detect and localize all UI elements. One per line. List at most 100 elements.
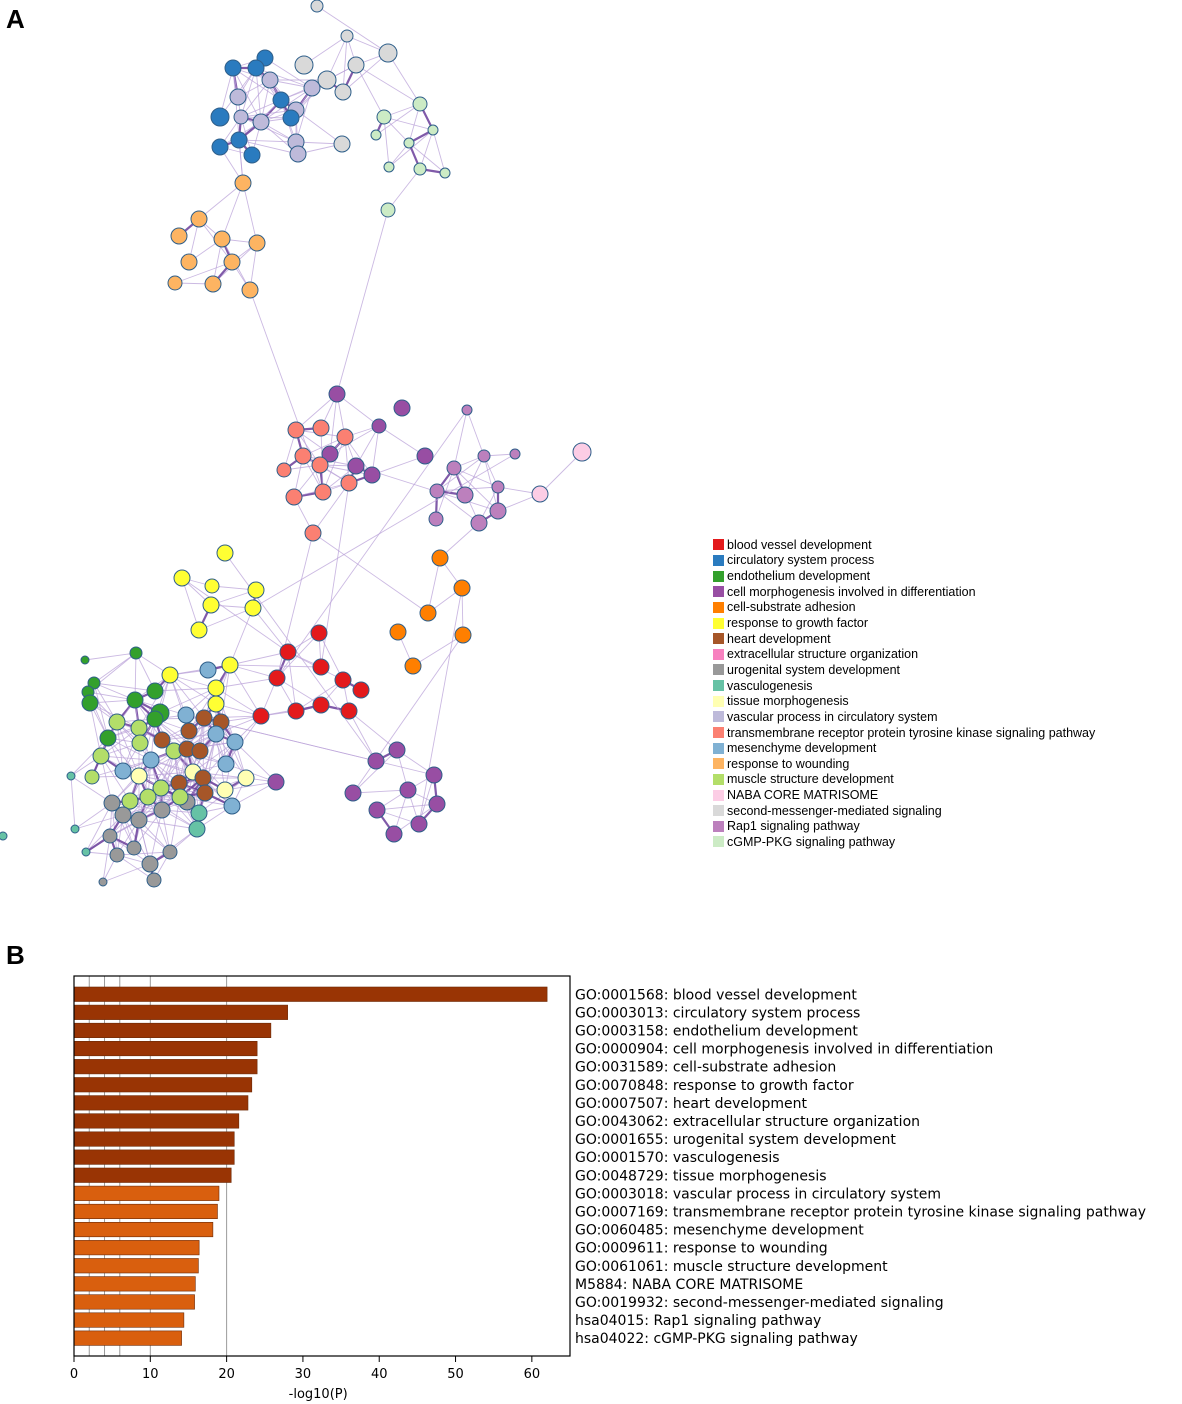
bar — [73, 1276, 196, 1292]
network-edge — [295, 679, 344, 712]
network-edge — [436, 490, 480, 524]
network-edge — [215, 687, 262, 717]
network-node — [216, 544, 234, 562]
network-node — [190, 621, 208, 639]
network-edge — [198, 182, 244, 220]
network-node — [211, 138, 229, 156]
legend-swatch — [713, 664, 724, 676]
network-node — [80, 655, 90, 665]
network-edge — [312, 482, 350, 534]
network-edge — [93, 652, 137, 684]
enrichment-network — [0, 0, 592, 888]
bar-category-label: GO:0031589: cell-substrate adhesion — [575, 1060, 836, 1076]
bar — [73, 1330, 182, 1346]
network-edge — [232, 67, 282, 101]
network-edge — [111, 759, 152, 804]
network-node — [177, 706, 195, 724]
network-edge — [316, 5, 389, 54]
network-edge — [192, 741, 236, 773]
network-node — [344, 784, 362, 802]
network-node — [311, 456, 329, 474]
network-node — [282, 109, 300, 127]
legend-label: cGMP-PKG signaling pathway — [727, 834, 896, 849]
network-edge — [348, 710, 377, 762]
network-edge — [276, 632, 320, 679]
network-node — [153, 731, 171, 749]
network-edge — [276, 409, 468, 679]
network-edge — [138, 819, 198, 830]
network-edge — [336, 209, 389, 395]
legend-swatch — [713, 648, 724, 660]
network-node — [425, 766, 443, 784]
legend-swatch — [713, 773, 724, 785]
network-node — [223, 253, 241, 271]
legend-swatch — [713, 695, 724, 707]
network-node — [146, 710, 164, 728]
network-node — [429, 483, 445, 499]
network-node — [410, 815, 428, 833]
x-tick-label: 10 — [142, 1367, 159, 1382]
network-node — [213, 230, 231, 248]
network-node — [217, 755, 235, 773]
network-node — [153, 801, 171, 819]
network-edge — [70, 737, 109, 777]
network-node — [370, 129, 382, 141]
legend-item: cell morphogenesis involved in different… — [713, 584, 1095, 600]
network-edge — [295, 393, 338, 431]
network-node — [247, 59, 265, 77]
legend-label: heart development — [727, 631, 831, 646]
legend-swatch — [713, 805, 724, 817]
network-node — [70, 824, 80, 834]
network-edge — [427, 557, 441, 614]
network-edge — [436, 455, 485, 492]
bar — [73, 1149, 235, 1165]
network-node — [108, 713, 126, 731]
network-node — [226, 733, 244, 751]
bar-category-label: GO:0009611: response to wounding — [575, 1241, 828, 1257]
network-edge — [122, 796, 181, 816]
network-edge — [418, 774, 435, 825]
legend-swatch — [713, 680, 724, 692]
network-node — [237, 769, 255, 787]
network-node — [312, 419, 330, 437]
network-node — [456, 486, 474, 504]
network-edge — [116, 851, 171, 856]
network-nodes — [0, 0, 592, 888]
network-node — [385, 825, 403, 843]
network-node — [363, 466, 381, 484]
network-node — [294, 55, 314, 75]
network-node — [233, 109, 249, 125]
network-edge — [348, 710, 398, 751]
network-edge — [224, 781, 277, 791]
network-node — [180, 722, 198, 740]
network-node — [129, 646, 143, 660]
network-edge — [229, 664, 262, 717]
legend-swatch — [713, 586, 724, 598]
network-node — [314, 483, 332, 501]
bar — [73, 1294, 195, 1310]
network-edge — [174, 261, 233, 284]
network-node — [289, 145, 307, 163]
legend-item: cGMP-PKG signaling pathway — [713, 834, 1095, 850]
network-node — [173, 569, 191, 587]
bar — [73, 1203, 218, 1219]
legend-label: vascular process in circulatory system — [727, 709, 938, 724]
network-node — [416, 447, 434, 465]
network-node — [244, 599, 262, 617]
legend-label: transmembrane receptor protein tyrosine … — [727, 725, 1096, 740]
network-node — [126, 840, 142, 856]
legend-item: vasculogenesis — [713, 678, 1095, 694]
bar-category-label: GO:0070848: response to growth factor — [575, 1078, 854, 1094]
network-node — [195, 709, 213, 727]
network-node — [383, 161, 395, 173]
network-edge — [252, 453, 516, 609]
bar-category-label: GO:0007507: heart development — [575, 1096, 807, 1112]
legend-swatch — [713, 601, 724, 613]
legend-item: circulatory system process — [713, 553, 1095, 569]
bar — [73, 986, 548, 1002]
network-node — [404, 657, 422, 675]
network-node — [141, 855, 159, 873]
network-node — [121, 792, 139, 810]
network-node — [279, 643, 297, 661]
network-node — [340, 474, 358, 492]
